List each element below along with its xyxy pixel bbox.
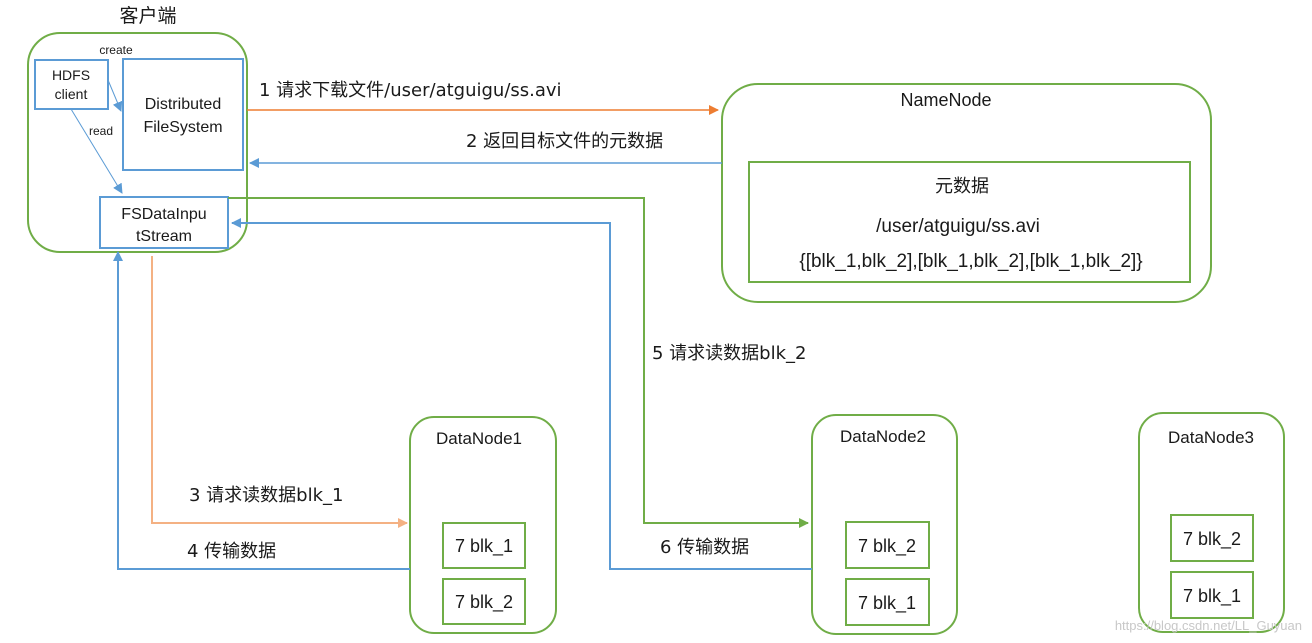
datanode2-block-1 [845, 521, 930, 569]
datanode1-box [409, 416, 557, 634]
create-arrow [107, 79, 123, 112]
datanode1-block-2 [442, 578, 526, 625]
watermark: https://blog.csdn.net/LL_Guyuan [1115, 618, 1302, 633]
step4-arrow [113, 251, 410, 570]
datanode2-title: DataNode2 [840, 427, 926, 446]
namenode-box [721, 83, 1212, 303]
step6-arrow [231, 218, 812, 570]
datanode3-box [1138, 412, 1285, 633]
step4-label: 4 传输数据 [187, 541, 276, 562]
metadata-path: /user/atguigu/ss.avi [876, 216, 1040, 237]
datanode2-box [811, 414, 958, 635]
client-title: 客户端 [119, 5, 176, 27]
datanode3-title: DataNode3 [1168, 428, 1254, 447]
datanode3-block-2 [1170, 571, 1254, 619]
step1-label: 1 请求下载文件/user/atguigu/ss.avi [259, 80, 562, 101]
step5-label: 5 请求读数据blk_2 [652, 343, 806, 364]
step3-arrow [151, 256, 408, 528]
metadata-blocks: {[blk_1,blk_2],[blk_1,blk_2],[blk_1,blk_… [799, 251, 1142, 272]
create-label: create [99, 43, 133, 57]
metadata-title: 元数据 [935, 176, 989, 197]
step5-arrow [228, 197, 809, 528]
fsdatainputstream-label-line2: tStream [136, 228, 192, 245]
read-arrow [70, 108, 123, 194]
datanode3-block-2-label: 7 blk_1 [1183, 586, 1241, 607]
distributed-filesystem-label-line2: FileSystem [143, 119, 222, 136]
read-label: read [89, 124, 113, 138]
step3-label: 3 请求读数据blk_1 [189, 485, 343, 506]
hdfs-client-label-line2: client [55, 86, 88, 102]
datanode1-block-1 [442, 522, 526, 569]
datanode1-block-1-label: 7 blk_1 [455, 536, 513, 557]
step6-label: 6 传输数据 [660, 537, 749, 558]
fsdatainputstream-label-line1: FSDataInpu [121, 206, 206, 223]
datanode2-block-2 [845, 578, 930, 626]
metadata-box [748, 161, 1191, 283]
client-box [27, 32, 248, 253]
datanode2-block-1-label: 7 blk_2 [858, 536, 916, 557]
datanode1-block-2-label: 7 blk_2 [455, 592, 513, 613]
hdfs-client-label-line1: HDFS [52, 67, 90, 83]
datanode3-block-1 [1170, 514, 1254, 562]
datanode3-block-1-label: 7 blk_2 [1183, 529, 1241, 550]
distributed-filesystem-box [122, 58, 244, 171]
step2-label: 2 返回目标文件的元数据 [466, 131, 663, 152]
fsdatainputstream-box [99, 196, 229, 249]
datanode2-block-2-label: 7 blk_1 [858, 593, 916, 614]
distributed-filesystem-label-line1: Distributed [145, 96, 221, 113]
namenode-title: NameNode [900, 90, 991, 110]
datanode1-title: DataNode1 [436, 429, 522, 448]
